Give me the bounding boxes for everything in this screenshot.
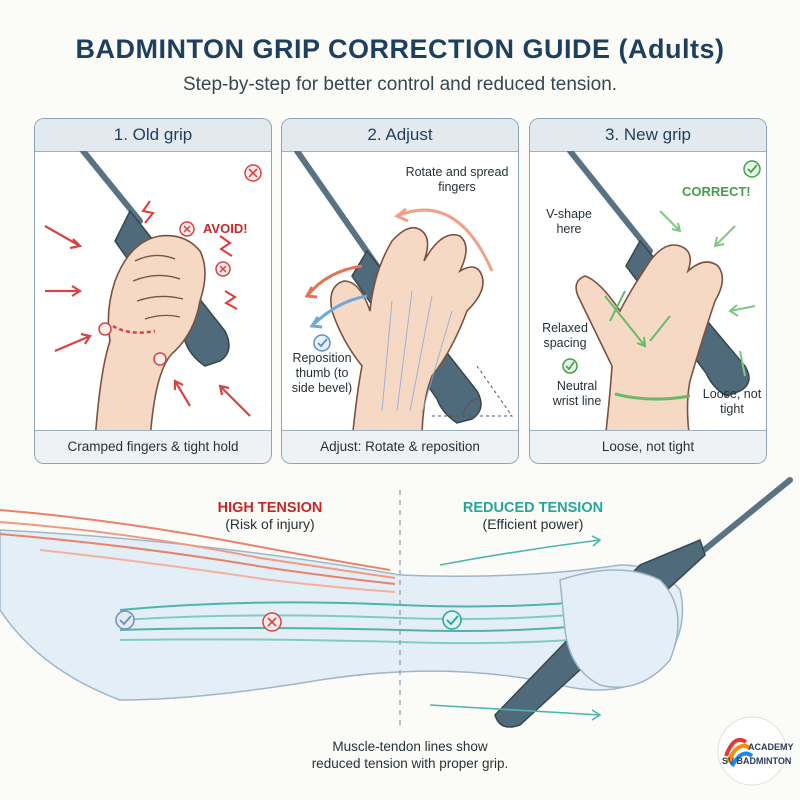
- page-title: BADMINTON GRIP CORRECTION GUIDE (Adults): [75, 34, 725, 64]
- panel-footer: Loose, not tight: [530, 430, 766, 463]
- relaxed-spacing-note: Relaxed spacing: [542, 321, 588, 350]
- rotate-arrows: [304, 207, 494, 329]
- academy-logo: ACADEMY SV BADMINTON: [712, 716, 794, 786]
- bottom-caption: Muscle-tendon lines show reduced tension…: [270, 738, 550, 772]
- knuckle-x-icon: [215, 261, 231, 277]
- racket-shaft: [567, 151, 653, 254]
- panel-illustration: AVOID!: [35, 151, 271, 431]
- forearm-tension-section: HIGH TENSION (Risk of injury) REDUCED TE…: [0, 470, 800, 800]
- high-tension-x-icon: [262, 612, 282, 632]
- page-subtitle: Step-by-step for better control and redu…: [182, 74, 618, 95]
- racket-shaft: [79, 151, 143, 224]
- caption-line-1: Muscle-tendon lines show: [332, 739, 488, 754]
- relaxed-spacing-arrows: [604, 290, 671, 348]
- bevel-angle: [432, 365, 513, 417]
- warning-x-icon: [244, 164, 262, 182]
- v-shape-note: V-shape here: [546, 207, 592, 236]
- logo-line-2: SV BADMINTON: [722, 756, 792, 766]
- logo-line-1: ACADEMY: [748, 742, 794, 752]
- reduced-tension-check-icon: [442, 610, 462, 630]
- caption-line-2: reduced tension with proper grip.: [311, 756, 509, 771]
- panel-illustration: CORRECT! V-shape here Relaxed spacing Ne…: [530, 151, 766, 431]
- rotate-note: Rotate and spread fingers: [405, 165, 509, 194]
- panel-footer: Adjust: Rotate & reposition: [282, 430, 518, 463]
- panel-heading: 1. Old grip: [35, 119, 271, 152]
- strain-sparks: [141, 200, 238, 310]
- neutral-wrist-line: [614, 392, 691, 401]
- clenched-hand: [94, 234, 206, 431]
- reduced-tension-subtitle: (Efficient power): [482, 516, 584, 532]
- flow-arrows: [429, 535, 602, 721]
- panel-illustration: Rotate and spread fingers Reposition thu…: [282, 151, 518, 431]
- avoid-badge: AVOID!: [203, 221, 248, 236]
- high-tension-title: HIGH TENSION: [217, 500, 323, 516]
- tension-line: [112, 324, 156, 334]
- relaxed-hand: [575, 244, 724, 431]
- gripping-hand: [559, 569, 679, 688]
- panel-old-grip: 1. Old grip: [34, 118, 272, 464]
- tension-arrows: [44, 225, 251, 417]
- neutral-wrist-note: Neutral wrist line: [552, 379, 602, 408]
- avoid-x-icon: [179, 221, 195, 237]
- muscle-fibers-high-tension: [0, 509, 396, 593]
- panel-footer: Cramped fingers & tight hold: [35, 430, 271, 463]
- loose-note: Loose, not tight: [702, 387, 762, 416]
- racket-shaft: [294, 151, 380, 269]
- correct-badge: CORRECT!: [682, 184, 751, 199]
- wrist-check-icon: [562, 358, 578, 374]
- wrist-x-icon: [98, 322, 167, 366]
- high-tension-label: HIGH TENSION (Risk of injury): [200, 500, 340, 532]
- old-grip-illustration: [44, 151, 262, 431]
- reduced-tension-title: REDUCED TENSION: [462, 500, 604, 516]
- check-icon: [313, 334, 331, 352]
- adjust-grip-illustration: [294, 151, 513, 431]
- elbow-check-icon: [115, 610, 135, 630]
- forearm-illustration: [0, 477, 793, 730]
- new-grip-illustration: [562, 151, 761, 431]
- panel-new-grip: 3. New grip: [529, 118, 767, 464]
- knuckle-lines: [132, 254, 184, 320]
- panel-heading: 2. Adjust: [282, 119, 518, 152]
- panel-heading: 3. New grip: [530, 119, 766, 152]
- logo-mark: [717, 716, 787, 786]
- correct-check-icon: [743, 160, 761, 178]
- panel-adjust: 2. Adjust: [281, 118, 519, 464]
- muscle-fibers-reduced-tension: [119, 597, 621, 645]
- high-tension-subtitle: (Risk of injury): [225, 516, 315, 532]
- reduced-tension-label: REDUCED TENSION (Efficient power): [448, 500, 618, 532]
- tendon-lines: [381, 290, 453, 414]
- reposition-thumb-note: Reposition thumb (to side bevel): [291, 351, 353, 395]
- loose-grip-arrows: [659, 210, 756, 377]
